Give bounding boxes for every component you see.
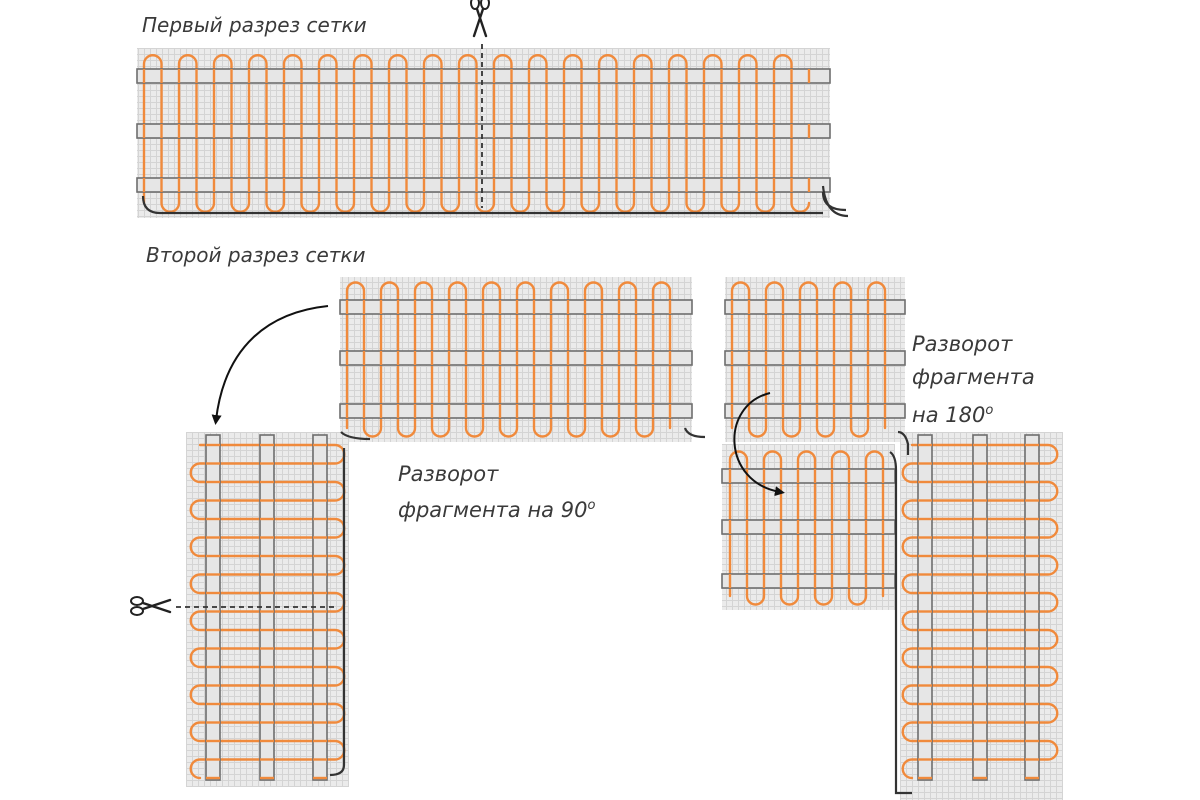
curved-arrow-icon bbox=[733, 392, 785, 497]
second-cut-label: Второй разрез сетки bbox=[146, 243, 366, 267]
top-mat bbox=[136, 48, 831, 218]
rotate-180-label-line3: на 180о bbox=[912, 394, 1035, 432]
degree-mark: о bbox=[587, 498, 596, 513]
scissors-icon bbox=[470, 0, 490, 38]
power-cable bbox=[329, 448, 346, 777]
rotate-180-label: Разворот фрагмента на 180о bbox=[912, 328, 1035, 432]
fixing-tape bbox=[136, 123, 831, 139]
power-cable bbox=[889, 451, 912, 795]
degree-mark: о bbox=[985, 403, 994, 418]
fixing-tape bbox=[136, 177, 831, 193]
rotate-180-label-line1: Разворот bbox=[912, 332, 1013, 356]
power-cable bbox=[683, 427, 706, 439]
fixing-tape bbox=[724, 299, 906, 315]
heating-cable bbox=[142, 54, 811, 213]
middle-strip bbox=[339, 277, 693, 442]
right-vertical-mat bbox=[900, 432, 1063, 800]
heating-cable bbox=[730, 281, 887, 438]
right-upper-strip bbox=[724, 277, 906, 442]
rotate-180-label-line2: фрагмента bbox=[912, 365, 1035, 389]
rotate-180-label-text: на 180 bbox=[912, 403, 986, 427]
left-vertical-mat bbox=[186, 432, 349, 787]
heating-cable bbox=[345, 281, 672, 438]
first-cut-label: Первый разрез сетки bbox=[142, 13, 367, 37]
rotate-90-label-line1: Разворот bbox=[398, 462, 499, 486]
heating-cable bbox=[728, 450, 885, 606]
fixing-tape bbox=[136, 68, 831, 84]
fixing-tape bbox=[917, 434, 933, 781]
power-cable bbox=[821, 185, 849, 218]
rotate-90-label-line2: фрагмента на 90о bbox=[398, 490, 595, 526]
power-cable bbox=[141, 195, 823, 215]
scissors-icon bbox=[130, 596, 172, 616]
heating-cable bbox=[901, 443, 1059, 780]
fixing-tape bbox=[1024, 434, 1040, 781]
rotate-90-label: Разворот фрагмента на 90о bbox=[398, 458, 595, 526]
fixing-tape bbox=[724, 403, 906, 419]
rotated-180-fragment bbox=[721, 444, 896, 610]
power-cable bbox=[340, 431, 371, 441]
fixing-tape bbox=[724, 350, 906, 366]
rotate-90-label-text: фрагмента на 90 bbox=[398, 498, 588, 522]
power-cable bbox=[897, 430, 910, 455]
curved-arrow-icon bbox=[211, 305, 329, 425]
fixing-tape bbox=[972, 434, 988, 781]
